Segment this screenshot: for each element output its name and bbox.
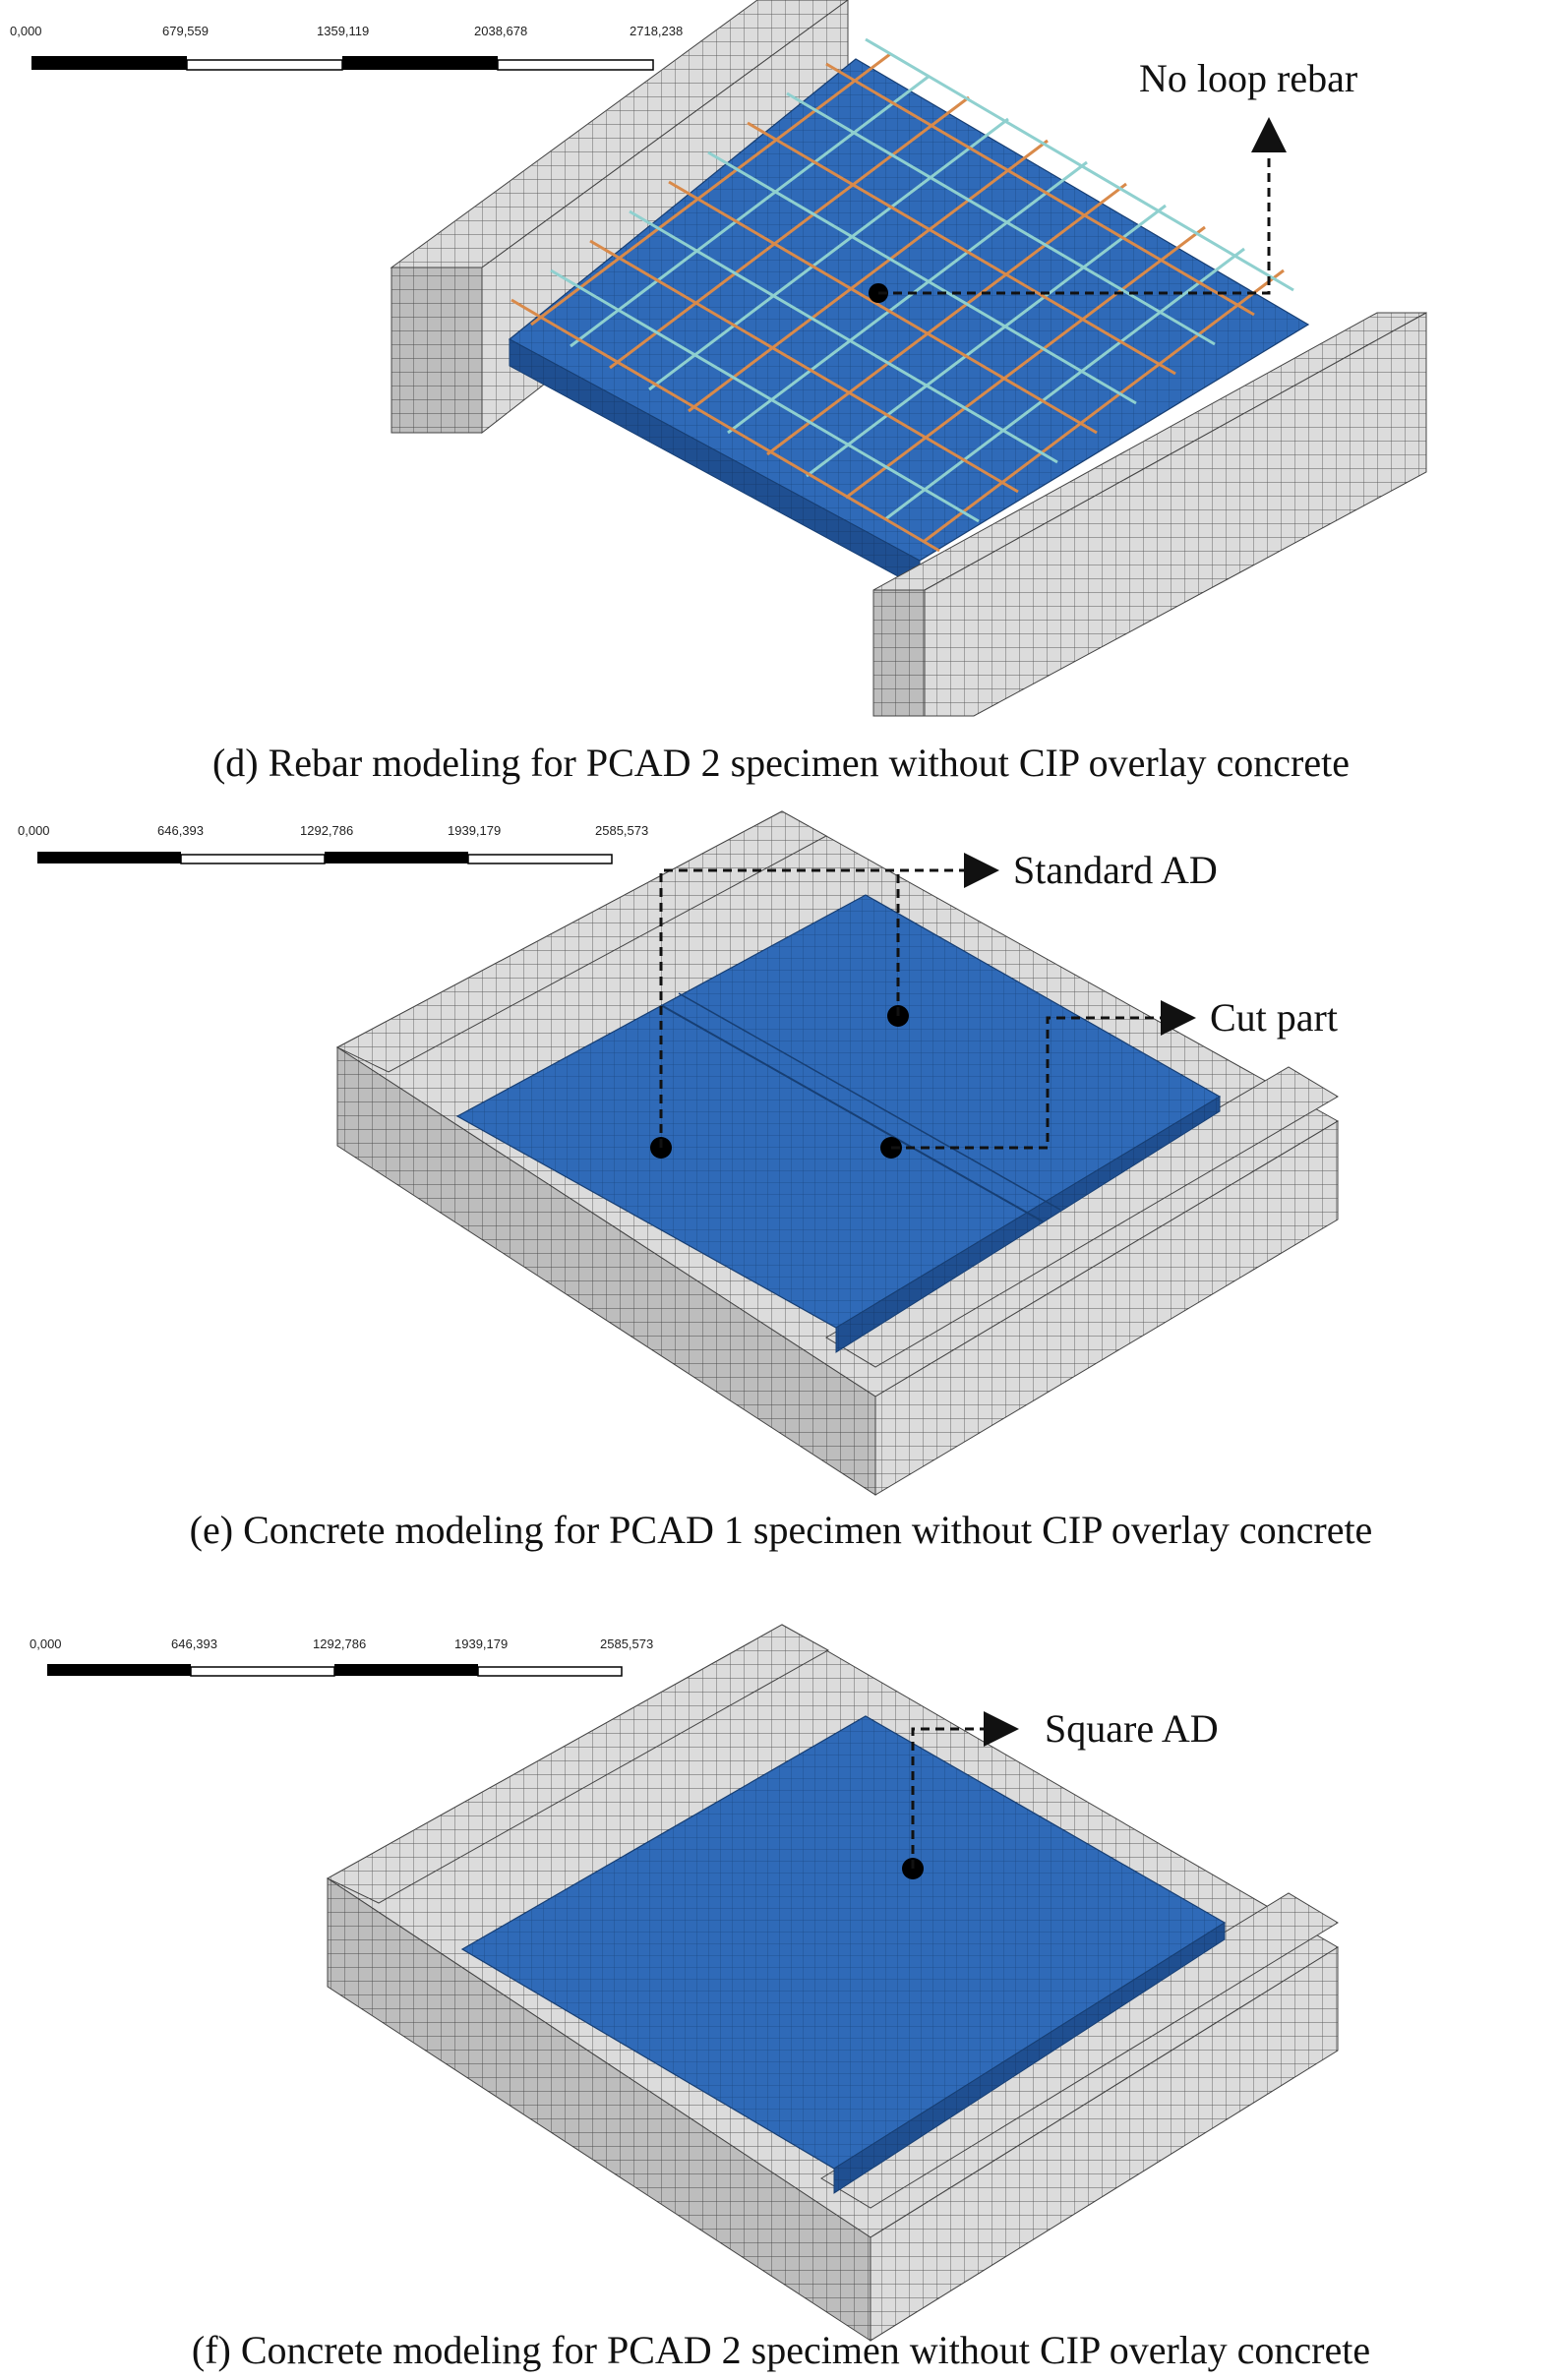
scale-tick-label: 646,393	[157, 823, 204, 838]
annotation-standard-ad: Standard AD	[1013, 848, 1218, 892]
scale-tick-label: 1359,119	[317, 24, 369, 38]
panel-e: 0,000 646,393 1292,786 1939,179 2585,573	[0, 757, 1562, 1554]
precast-slab	[455, 894, 1222, 1353]
front-support-wall	[872, 312, 1427, 717]
standard-ad-callout: Standard AD	[650, 848, 1218, 1159]
caption-e: (e) Concrete modeling for PCAD 1 specime…	[189, 1508, 1373, 1552]
scale-tick-label: 1292,786	[300, 823, 353, 838]
scale-tick-label: 2585,573	[600, 1636, 653, 1651]
caption-f: (f) Concrete modeling for PCAD 2 specime…	[191, 2328, 1371, 2372]
scale-tick-label: 0,000	[10, 24, 42, 38]
scale-tick-label: 2038,678	[474, 24, 527, 38]
scale-bar: 0,000 679,559 1359,119 2038,678 2718,238	[10, 24, 683, 71]
scale-tick-label: 1292,786	[313, 1636, 366, 1651]
scale-tick-label: 0,000	[18, 823, 50, 838]
concrete-model-pcad1-figure: 0,000 646,393 1292,786 1939,179 2585,573	[18, 810, 1340, 1496]
scale-tick-label: 679,559	[162, 24, 209, 38]
scale-tick-label: 1939,179	[448, 823, 501, 838]
cut-part-line	[660, 1004, 1044, 1222]
square-ad-callout: Square AD	[902, 1706, 1219, 1879]
annotation-no-loop-rebar: No loop rebar	[1139, 56, 1357, 100]
scale-tick-label: 2585,573	[595, 823, 648, 838]
precast-slab	[460, 1715, 1227, 2194]
scale-bar: 0,000 646,393 1292,786 1939,179 2585,573	[18, 823, 648, 864]
concrete-model-pcad2-figure: 0,000 646,393 1292,786 1939,179 2585,573…	[30, 1624, 1339, 2342]
no-loop-rebar-callout: No loop rebar	[869, 56, 1357, 303]
scale-tick-label: 0,000	[30, 1636, 62, 1651]
scale-tick-label: 646,393	[171, 1636, 217, 1651]
annotation-square-ad: Square AD	[1045, 1706, 1219, 1751]
cut-part-callout: Cut part	[880, 995, 1338, 1159]
scale-tick-label: 2718,238	[630, 24, 683, 38]
rebar-grid	[511, 37, 1294, 553]
annotation-cut-part: Cut part	[1210, 995, 1338, 1040]
panel-d: 0,000 679,559 1359,119 2038,678 2718,238	[0, 0, 1562, 785]
scale-bar: 0,000 646,393 1292,786 1939,179 2585,573	[30, 1636, 653, 1677]
rebar-model-figure: 0,000 679,559 1359,119 2038,678 2718,238	[10, 0, 1427, 717]
caption-d: (d) Rebar modeling for PCAD 2 specimen w…	[211, 741, 1350, 785]
panel-f: 0,000 646,393 1292,786 1939,179 2585,573…	[0, 1554, 1562, 2380]
scale-tick-label: 1939,179	[454, 1636, 508, 1651]
